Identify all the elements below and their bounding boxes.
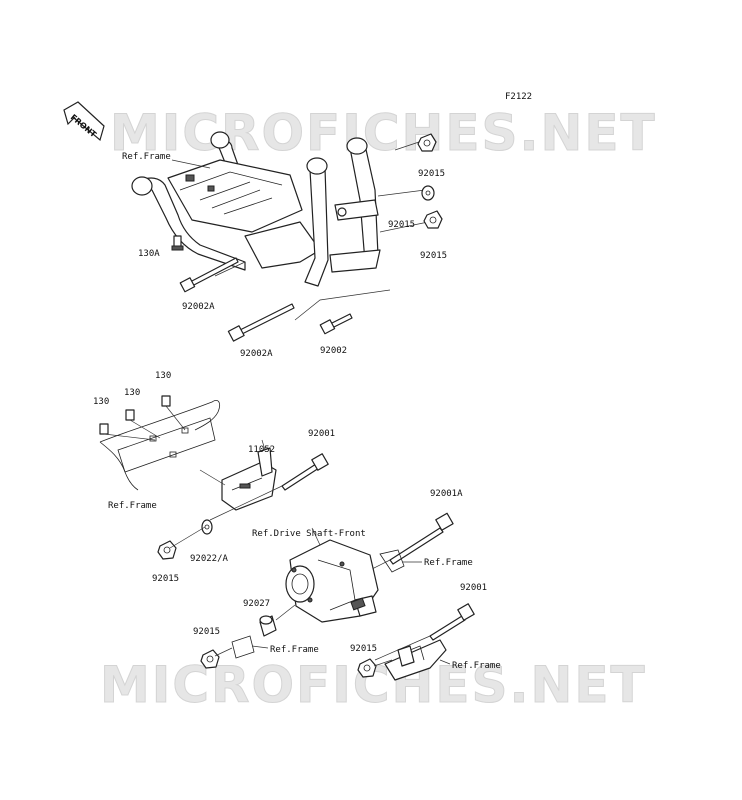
label-92002a-2: 92002A bbox=[240, 349, 273, 359]
bolt-92002a-1 bbox=[179, 257, 239, 293]
label-92002a-1: 92002A bbox=[182, 302, 215, 312]
label-130a: 130A bbox=[138, 249, 160, 259]
label-11052: 11052 bbox=[248, 445, 275, 455]
nut-92015-6 bbox=[357, 658, 377, 678]
label-92015-6: 92015 bbox=[350, 644, 377, 654]
label-92001a: 92001A bbox=[430, 489, 463, 499]
label-130-1: 130 bbox=[93, 397, 109, 407]
label-ref-frame-left: Ref.Frame bbox=[108, 501, 157, 511]
label-130-3: 130 bbox=[155, 371, 171, 381]
nut-92015-1 bbox=[417, 133, 437, 152]
ref-frame-bracket-mid bbox=[379, 549, 405, 573]
label-ref-frame-bl: Ref.Frame bbox=[270, 645, 319, 655]
spacer-92027 bbox=[259, 615, 277, 637]
ref-frame-section bbox=[99, 400, 220, 491]
label-92015-2: 92015 bbox=[388, 220, 415, 230]
bolt-130-3 bbox=[161, 395, 171, 407]
bolt-92002 bbox=[319, 313, 353, 335]
label-130-2: 130 bbox=[124, 388, 140, 398]
bracket-11052 bbox=[221, 447, 277, 511]
label-92015-4: 92015 bbox=[152, 574, 179, 584]
bolt-130-2 bbox=[125, 409, 135, 421]
label-ref-frame-br: Ref.Frame bbox=[452, 661, 501, 671]
ref-frame-bracket-bl bbox=[231, 635, 255, 659]
label-92001-2: 92001 bbox=[460, 583, 487, 593]
label-ref-drive-shaft-front: Ref.Drive Shaft-Front bbox=[252, 529, 366, 539]
watermark-top: MICROFICHES.NET bbox=[110, 104, 657, 162]
nut-92015-4 bbox=[157, 540, 177, 560]
front-differential bbox=[285, 539, 379, 623]
bolt-92001-1 bbox=[281, 453, 329, 491]
front-guard-frame bbox=[131, 131, 381, 287]
label-92002: 92002 bbox=[320, 346, 347, 356]
washer-92022a bbox=[201, 519, 213, 535]
nut-92015-3 bbox=[423, 210, 443, 229]
bolt-92001a bbox=[389, 512, 454, 565]
label-ref-frame-mid: Ref.Frame bbox=[424, 558, 473, 568]
diagram-code: F2122 bbox=[505, 92, 532, 102]
front-arrow-icon: FRONT bbox=[63, 101, 105, 142]
label-92001-1: 92001 bbox=[308, 429, 335, 439]
label-92027: 92027 bbox=[243, 599, 270, 609]
nut-92015-5 bbox=[200, 649, 220, 669]
bolt-130-1 bbox=[99, 423, 109, 435]
label-92015-3: 92015 bbox=[420, 251, 447, 261]
label-92015-5: 92015 bbox=[193, 627, 220, 637]
label-ref-frame-top: Ref.Frame bbox=[122, 152, 171, 162]
washer-92015-2 bbox=[421, 185, 435, 201]
bolt-130a bbox=[171, 235, 184, 251]
label-92022a: 92022/A bbox=[190, 554, 229, 564]
ref-frame-bracket-br bbox=[384, 639, 447, 681]
bolt-92001-2 bbox=[429, 603, 475, 641]
label-92015-1: 92015 bbox=[418, 169, 445, 179]
bolt-92002a-2 bbox=[227, 303, 295, 342]
